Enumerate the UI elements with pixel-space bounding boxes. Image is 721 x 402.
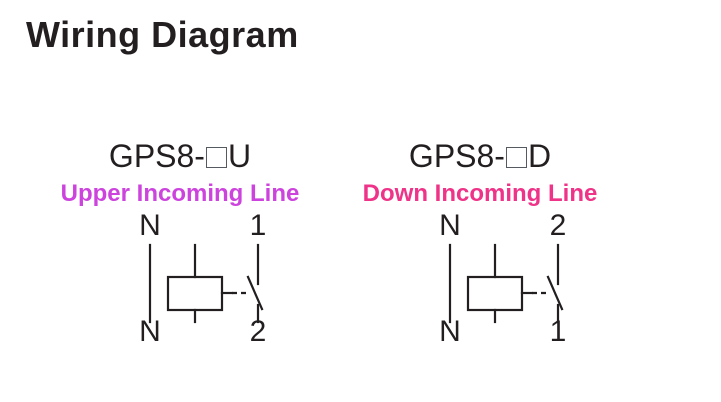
model-prefix: GPS8-	[108, 138, 205, 174]
schematic-svg-upper	[148, 243, 264, 324]
incoming-line-label-down: Down Incoming Line	[362, 180, 598, 207]
incoming-line-label-upper: Upper Incoming Line	[60, 180, 300, 207]
circuit-schematic-upper: N 1 N 2	[0, 209, 360, 377]
terminal-top-left-label: N	[439, 209, 461, 242]
model-placeholder-box-icon	[205, 147, 227, 168]
switch-blade	[246, 275, 264, 311]
model-label-upper: GPS8- U	[0, 138, 360, 175]
model-suffix: U	[227, 138, 252, 174]
terminal-bottom-right-label: 1	[549, 315, 567, 348]
terminal-top-left-label: N	[139, 209, 161, 242]
terminal-bottom-left-label: N	[139, 315, 161, 348]
switch-blade	[546, 275, 564, 311]
model-placeholder-box-icon	[505, 147, 527, 168]
wiring-diagram-upper: GPS8- U Upper Incoming Line N 1 N 2	[0, 130, 360, 380]
model-label-down: GPS8- D	[300, 138, 660, 175]
circuit-schematic-down: N 2 N 1	[300, 209, 660, 377]
coil-rectangle	[166, 275, 224, 312]
model-suffix: D	[527, 138, 552, 174]
terminal-top-right-label: 2	[549, 209, 567, 242]
wiring-diagram-down: GPS8- D Down Incoming Line N 2 N 1	[300, 130, 660, 380]
model-prefix: GPS8-	[408, 138, 505, 174]
schematic-svg-down	[448, 243, 564, 324]
coil-rectangle	[466, 275, 524, 312]
terminal-top-right-label: 1	[249, 209, 267, 242]
terminal-bottom-left-label: N	[439, 315, 461, 348]
page-title: Wiring Diagram	[26, 14, 299, 55]
terminal-bottom-right-label: 2	[249, 315, 267, 348]
